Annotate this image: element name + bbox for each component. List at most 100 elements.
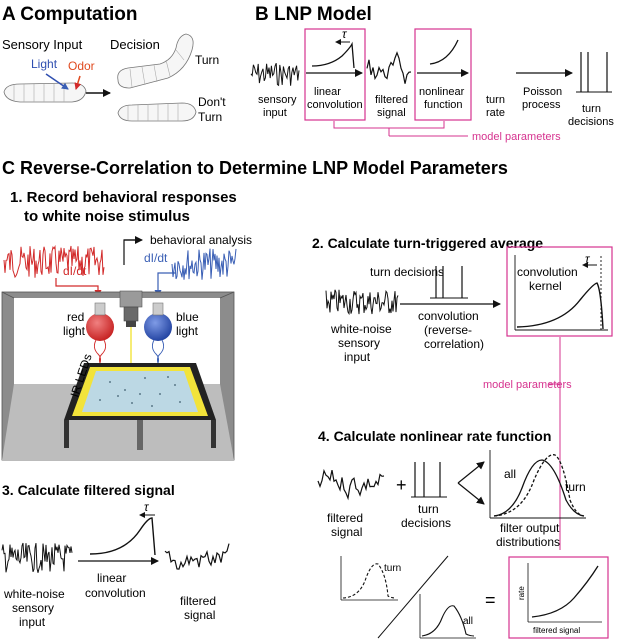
filtered-label: filtered <box>375 94 408 106</box>
step-3: 3. Calculate filtered signal white-noise… <box>1 482 230 629</box>
s4-filtered-trace <box>317 468 385 501</box>
camera-icon <box>119 290 143 327</box>
step3-title: 3. Calculate filtered signal <box>2 482 175 498</box>
dont-label: Don't <box>198 95 226 109</box>
blue-didt-label: dI/dt <box>144 251 168 265</box>
blue-label: blue <box>176 310 199 324</box>
s3-signal-label: signal <box>184 608 215 622</box>
s4-filtered-label: filtered <box>327 511 363 525</box>
dont-turn-label: Turn <box>198 110 222 124</box>
function-label: function <box>424 99 463 111</box>
model-params-bracket <box>333 121 445 129</box>
filtered-signal-axis-label: filtered signal <box>533 626 580 635</box>
larva-straight-icon <box>3 82 87 103</box>
small-all-plot <box>419 594 476 639</box>
input-label-2: input <box>344 350 371 364</box>
signal-label: signal <box>377 107 406 119</box>
linear-label: linear <box>314 86 341 98</box>
distributions-plot <box>489 450 586 519</box>
blue-noise-trace <box>171 248 237 280</box>
filtered-signal-trace <box>366 51 412 84</box>
behavioral-arrow <box>123 239 136 265</box>
turn-distribution-curve <box>493 454 585 517</box>
step1-title-line2: to white noise stimulus <box>24 208 190 225</box>
plus-sign: + <box>396 475 407 495</box>
process-label: process <box>522 99 561 111</box>
filter-output-label: filter output <box>500 521 560 535</box>
all-label: all <box>504 467 516 481</box>
sensory-input-label: Sensory Input <box>2 37 83 52</box>
correlation-label: correlation) <box>424 337 484 351</box>
step-4: 4. Calculate nonlinear rate function fil… <box>317 428 609 639</box>
light-label: Light <box>31 57 58 71</box>
s4-arrow-up <box>457 461 485 484</box>
rate-axis-label: rate <box>517 586 526 600</box>
step-2: 2. Calculate turn-triggered average turn… <box>312 235 613 550</box>
light-arrow <box>45 73 69 90</box>
arena <box>64 363 216 450</box>
s3-input-label: input <box>19 615 46 629</box>
red-noise-trace <box>3 244 105 279</box>
blue-control-arrow <box>154 272 176 297</box>
white-noise-trace-3 <box>1 542 73 573</box>
small-turn-label: turn <box>384 563 401 574</box>
input-label: input <box>263 107 287 119</box>
step-1: 1. Record behavioral responses to white … <box>1 189 252 461</box>
rate-curve <box>531 565 599 618</box>
nonlinear-box <box>414 28 472 121</box>
s3-filtered-label: filtered <box>180 594 216 608</box>
panel-b: B LNP Model sensory input τ linear convo… <box>250 4 614 143</box>
white-noise-label: white-noise <box>330 322 392 336</box>
reverse-label: (reverse- <box>424 323 472 337</box>
nonlinear-curve <box>429 39 459 65</box>
red-light-label: light <box>63 324 86 338</box>
larva-straight-2-icon <box>117 102 197 122</box>
s3-convolution-label: convolution <box>85 586 146 600</box>
s4-signal-label: signal <box>331 525 362 539</box>
panel-a: A Computation Sensory Input Decision Lig… <box>2 4 226 124</box>
poisson-label: Poisson <box>523 86 562 98</box>
convolution-kernel-label-1: convolution <box>517 265 578 279</box>
panel-b-title: B LNP Model <box>255 4 372 25</box>
turn-decisions-label: turn decisions <box>370 265 444 279</box>
small-all-label: all <box>463 616 473 627</box>
panel-c-title: C Reverse-Correlation to Determine LNP M… <box>2 158 508 178</box>
s3-sensory-label: sensory <box>12 601 54 615</box>
s4-arrow-down <box>457 482 485 505</box>
s3-white-noise-label: white-noise <box>3 587 65 601</box>
turn-label: Turn <box>195 53 219 67</box>
turn-rate-label-2: rate <box>486 107 505 119</box>
red-label: red <box>67 310 84 324</box>
decision-label: Decision <box>110 37 160 52</box>
odor-arrow <box>74 75 82 90</box>
sensory-label-2: sensory <box>338 336 380 350</box>
rate-function-box <box>508 556 609 639</box>
model-parameters-label-b: model parameters <box>472 131 561 143</box>
s3-linear-label: linear <box>97 571 126 585</box>
equals-sign: = <box>485 590 496 610</box>
step4-title: 4. Calculate nonlinear rate function <box>318 428 551 444</box>
turn-decisions-label-1: turn <box>582 103 601 115</box>
s4-decisions-label: decisions <box>401 516 451 530</box>
kernel-tau-label: τ <box>585 252 591 266</box>
small-turn-plot <box>340 556 398 601</box>
blue-light-icon <box>144 302 172 371</box>
linear-kernel-curve <box>311 41 355 69</box>
s3-tau-label: τ <box>144 500 150 514</box>
nonlinear-label: nonlinear <box>419 86 465 98</box>
s4-turn-label: turn <box>418 502 439 516</box>
convolution-label: convolution <box>307 99 363 111</box>
odor-label: Odor <box>68 59 95 73</box>
all-distribution-curve <box>493 459 585 517</box>
tau-label: τ <box>342 27 348 41</box>
red-control-arrow <box>55 278 102 297</box>
step1-title-line1: 1. Record behavioral responses <box>10 189 237 206</box>
convolution-kernel-label-2: kernel <box>529 279 562 293</box>
kernel-curve <box>516 282 604 330</box>
turn-decisions-spikes <box>576 52 612 93</box>
model-parameters-label-c: model parameters <box>483 379 572 391</box>
sensory-label: sensory <box>258 94 297 106</box>
turn-decisions-label-2: decisions <box>568 116 614 128</box>
distributions-label: distributions <box>496 535 560 549</box>
